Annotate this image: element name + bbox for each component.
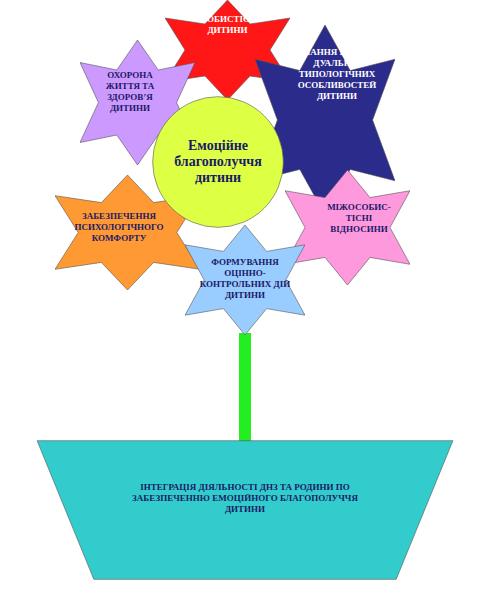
node-label: ОХОРОНА ЖИТТЯ ТА ЗДОРОВ’Я ДИТИНИ (96, 70, 164, 114)
node-label: МІЖОСОБИС- ТІСНІ ВІДНОСИНИ (318, 202, 400, 235)
petal: МІЖОСОБИС- ТІСНІ ВІДНОСИНИ (285, 170, 410, 285)
node-label: ІНТЕГРАЦІЯ ДІЯЛЬНОСТІ ДНЗ ТА РОДИНИ ПО З… (115, 482, 375, 515)
center-circle: Емоційне благополуччя дитини (152, 96, 284, 228)
flower-stem (239, 333, 251, 441)
node-label: ЗНАННЯ ІНДИВІ- ДУАЛЬНО- ТИПОЛОГІЧНИХ ОСО… (285, 47, 389, 102)
node-label: ЗАБЕЗПЕЧЕННЯ ПСИХОЛОГІЧНОГО КОМФОРТУ (67, 211, 171, 244)
center-label: Емоційне благополуччя дитини (166, 138, 270, 186)
node-label: ФОРМУВАННЯ ОЦІННО- КОНТРОЛЬНИХ ДІЙ ДИТИН… (195, 257, 295, 301)
petal: ФОРМУВАННЯ ОЦІННО- КОНТРОЛЬНИХ ДІЙ ДИТИН… (185, 225, 305, 335)
node-label: ОСОБИСТІСТЬ ДИТИНИ (187, 14, 268, 36)
flower-pot: ІНТЕГРАЦІЯ ДІЯЛЬНОСТІ ДНЗ ТА РОДИНИ ПО З… (35, 440, 455, 580)
